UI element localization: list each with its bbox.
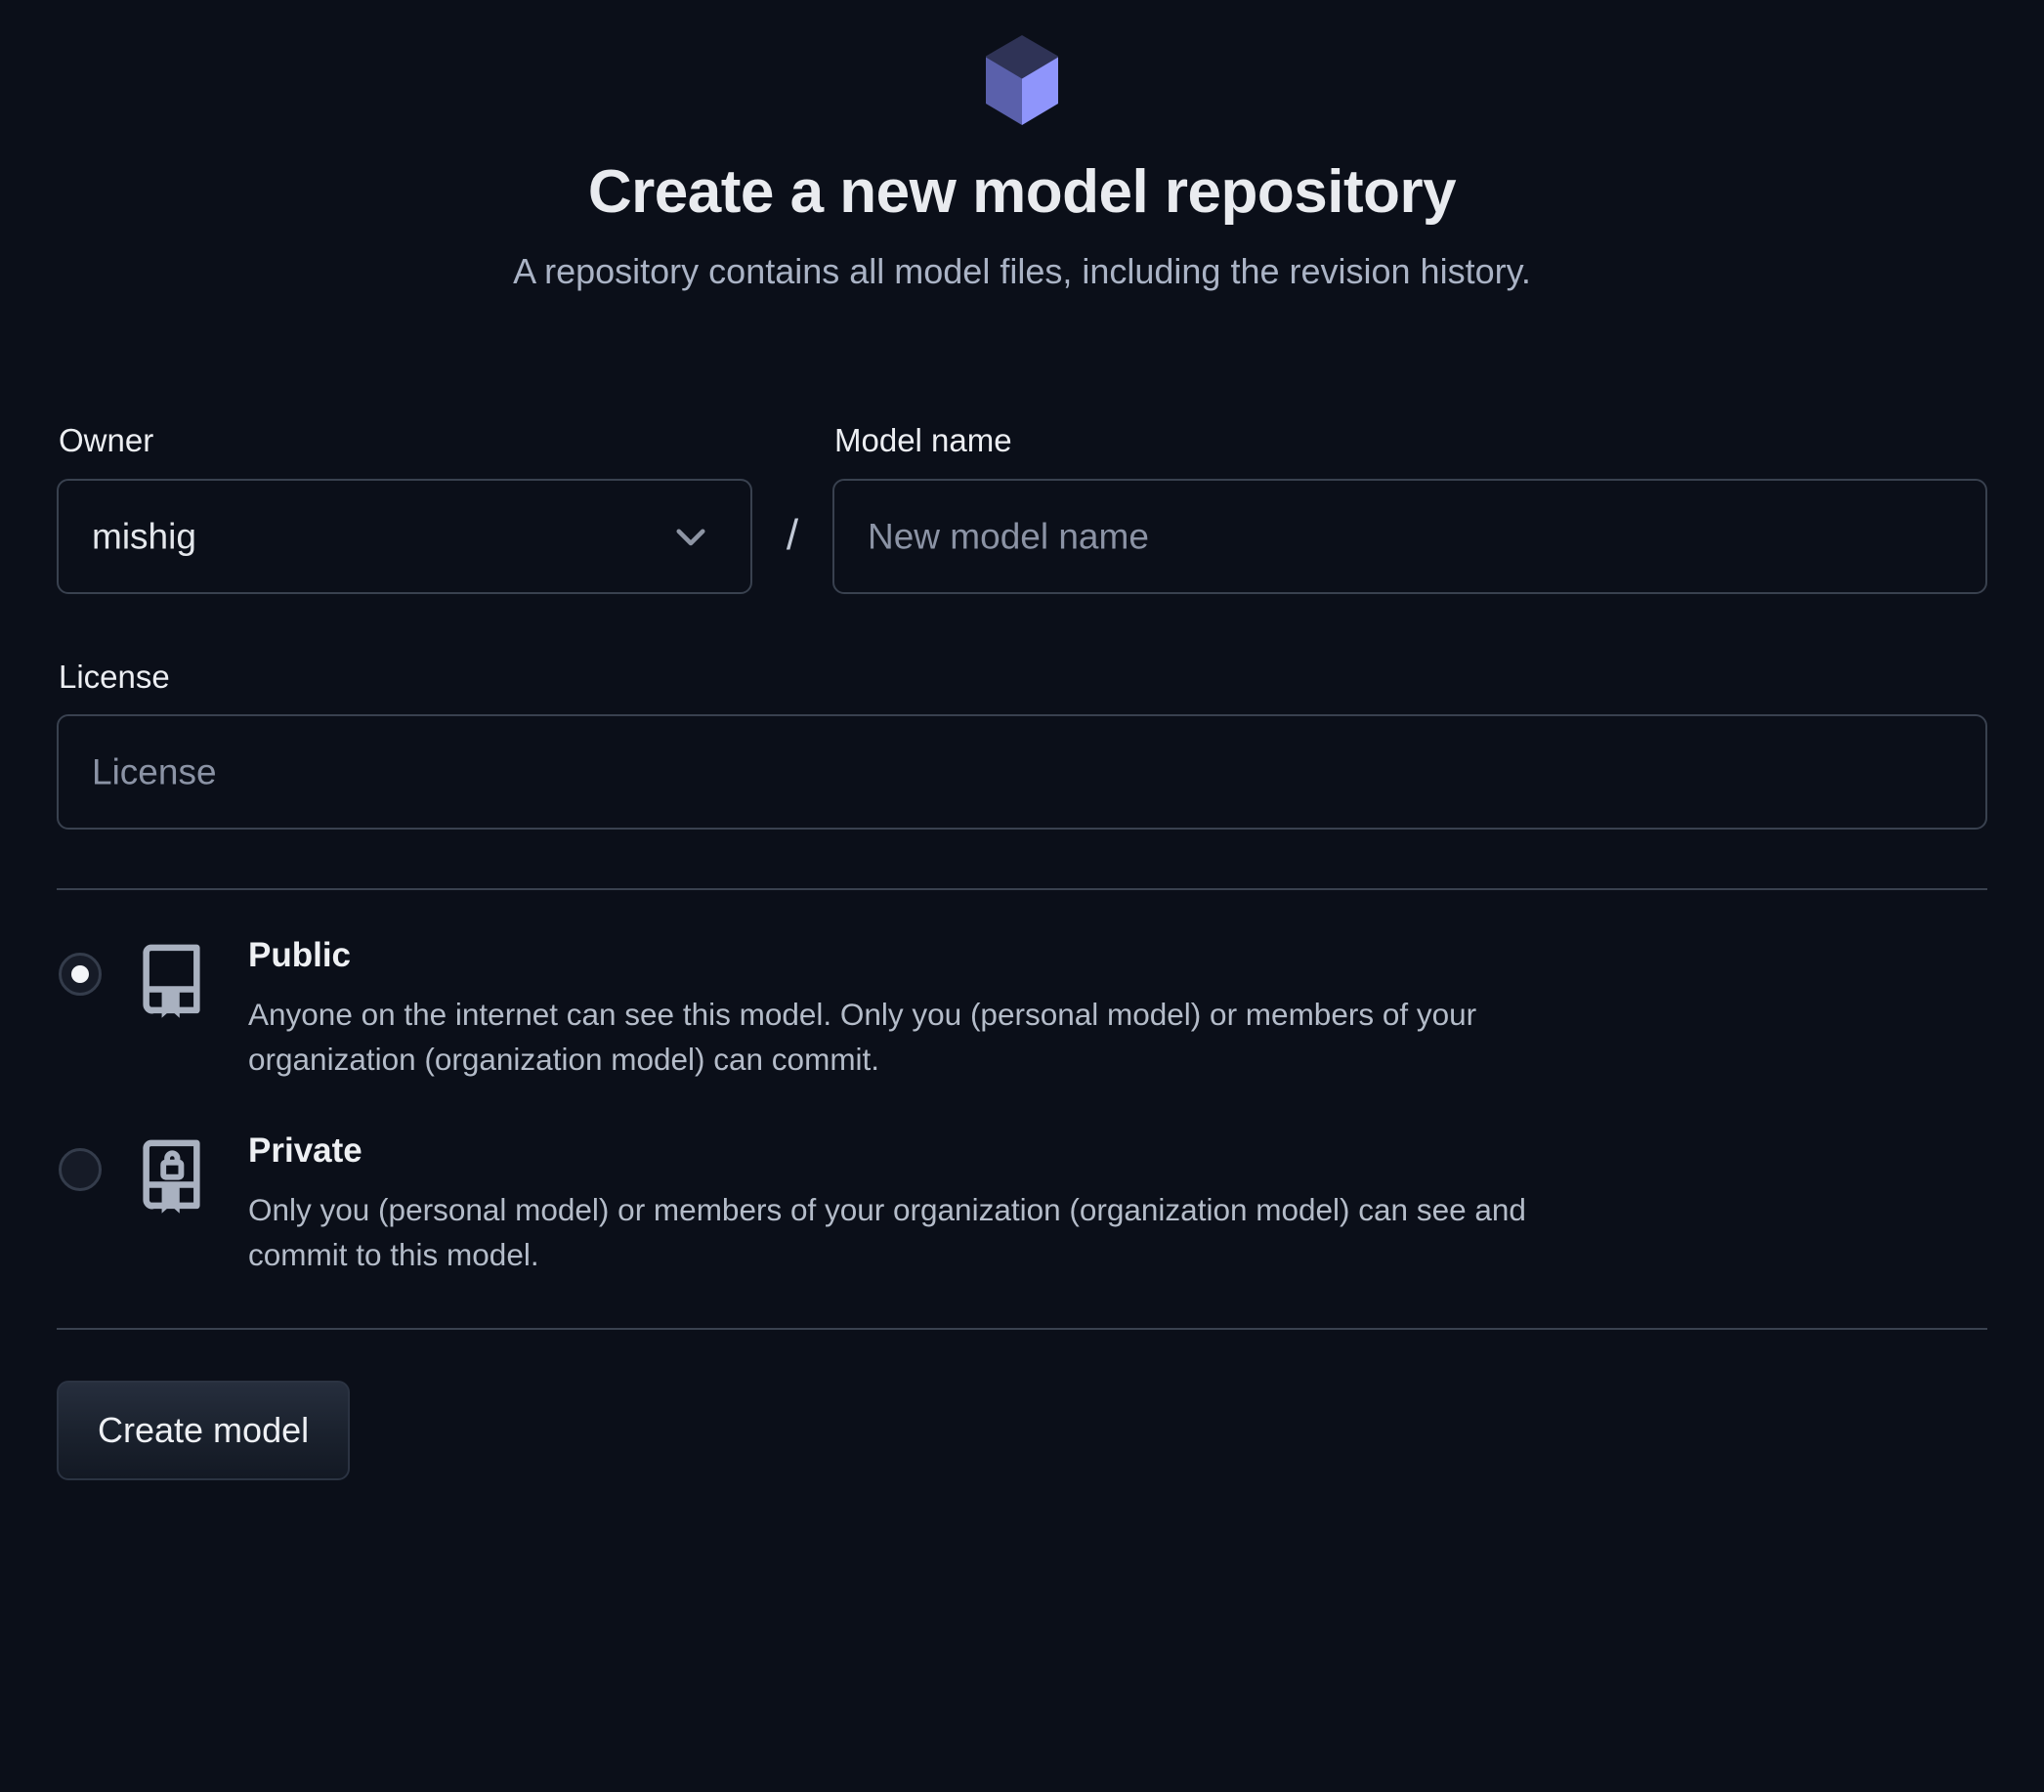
- cube-icon: [986, 35, 1058, 125]
- license-field: License License: [57, 658, 1987, 831]
- book-icon: [143, 944, 200, 1018]
- book-lock-icon: [143, 1139, 200, 1214]
- visibility-option-public[interactable]: Public Anyone on the internet can see th…: [57, 937, 1987, 1082]
- model-name-field: Model name New model name: [832, 421, 1987, 594]
- visibility-option-public-body: Public Anyone on the internet can see th…: [248, 937, 1538, 1082]
- visibility-option-private-title: Private: [248, 1131, 362, 1171]
- model-name-label: Model name: [834, 421, 1012, 458]
- visibility-option-private-body: Private Only you (personal model) or mem…: [248, 1132, 1538, 1277]
- visibility-option-public-title: Public: [248, 936, 352, 975]
- owner-select-value: mishig: [92, 516, 196, 556]
- create-model-form: Owner mishig / Model name New model name…: [0, 421, 2044, 1481]
- page-title: Create a new model repository: [587, 158, 1457, 226]
- divider-above-submit: [57, 1328, 1987, 1331]
- logo-container: [0, 33, 2044, 131]
- owner-label: Owner: [59, 421, 154, 458]
- owner-field: Owner mishig: [57, 421, 752, 594]
- radio-public[interactable]: [59, 953, 102, 997]
- license-label: License: [59, 658, 170, 695]
- license-placeholder: License: [92, 751, 217, 792]
- visibility-options: Public Anyone on the internet can see th…: [57, 890, 1987, 1277]
- owner-name-separator: /: [786, 510, 799, 559]
- visibility-option-public-description: Anyone on the internet can see this mode…: [248, 996, 1477, 1077]
- visibility-option-private[interactable]: Private Only you (personal model) or mem…: [57, 1132, 1987, 1277]
- owner-select[interactable]: mishig: [57, 478, 752, 594]
- license-input-wrap[interactable]: License: [57, 714, 1987, 831]
- owner-and-name-row: Owner mishig / Model name New model name: [57, 421, 1987, 594]
- divider-above-visibility: [57, 888, 1987, 891]
- model-name-placeholder: New model name: [868, 516, 1149, 556]
- page-subtitle: A repository contains all model files, i…: [513, 250, 1531, 291]
- page-header: Create a new model repository A reposito…: [0, 0, 2044, 292]
- model-name-input-wrap[interactable]: New model name: [832, 478, 1987, 594]
- visibility-option-private-description: Only you (personal model) or members of …: [248, 1191, 1526, 1272]
- chevron-down-icon[interactable]: [670, 516, 711, 557]
- create-model-button[interactable]: Create model: [57, 1381, 351, 1481]
- radio-private[interactable]: [59, 1148, 102, 1192]
- form-actions: Create model: [57, 1330, 1987, 1481]
